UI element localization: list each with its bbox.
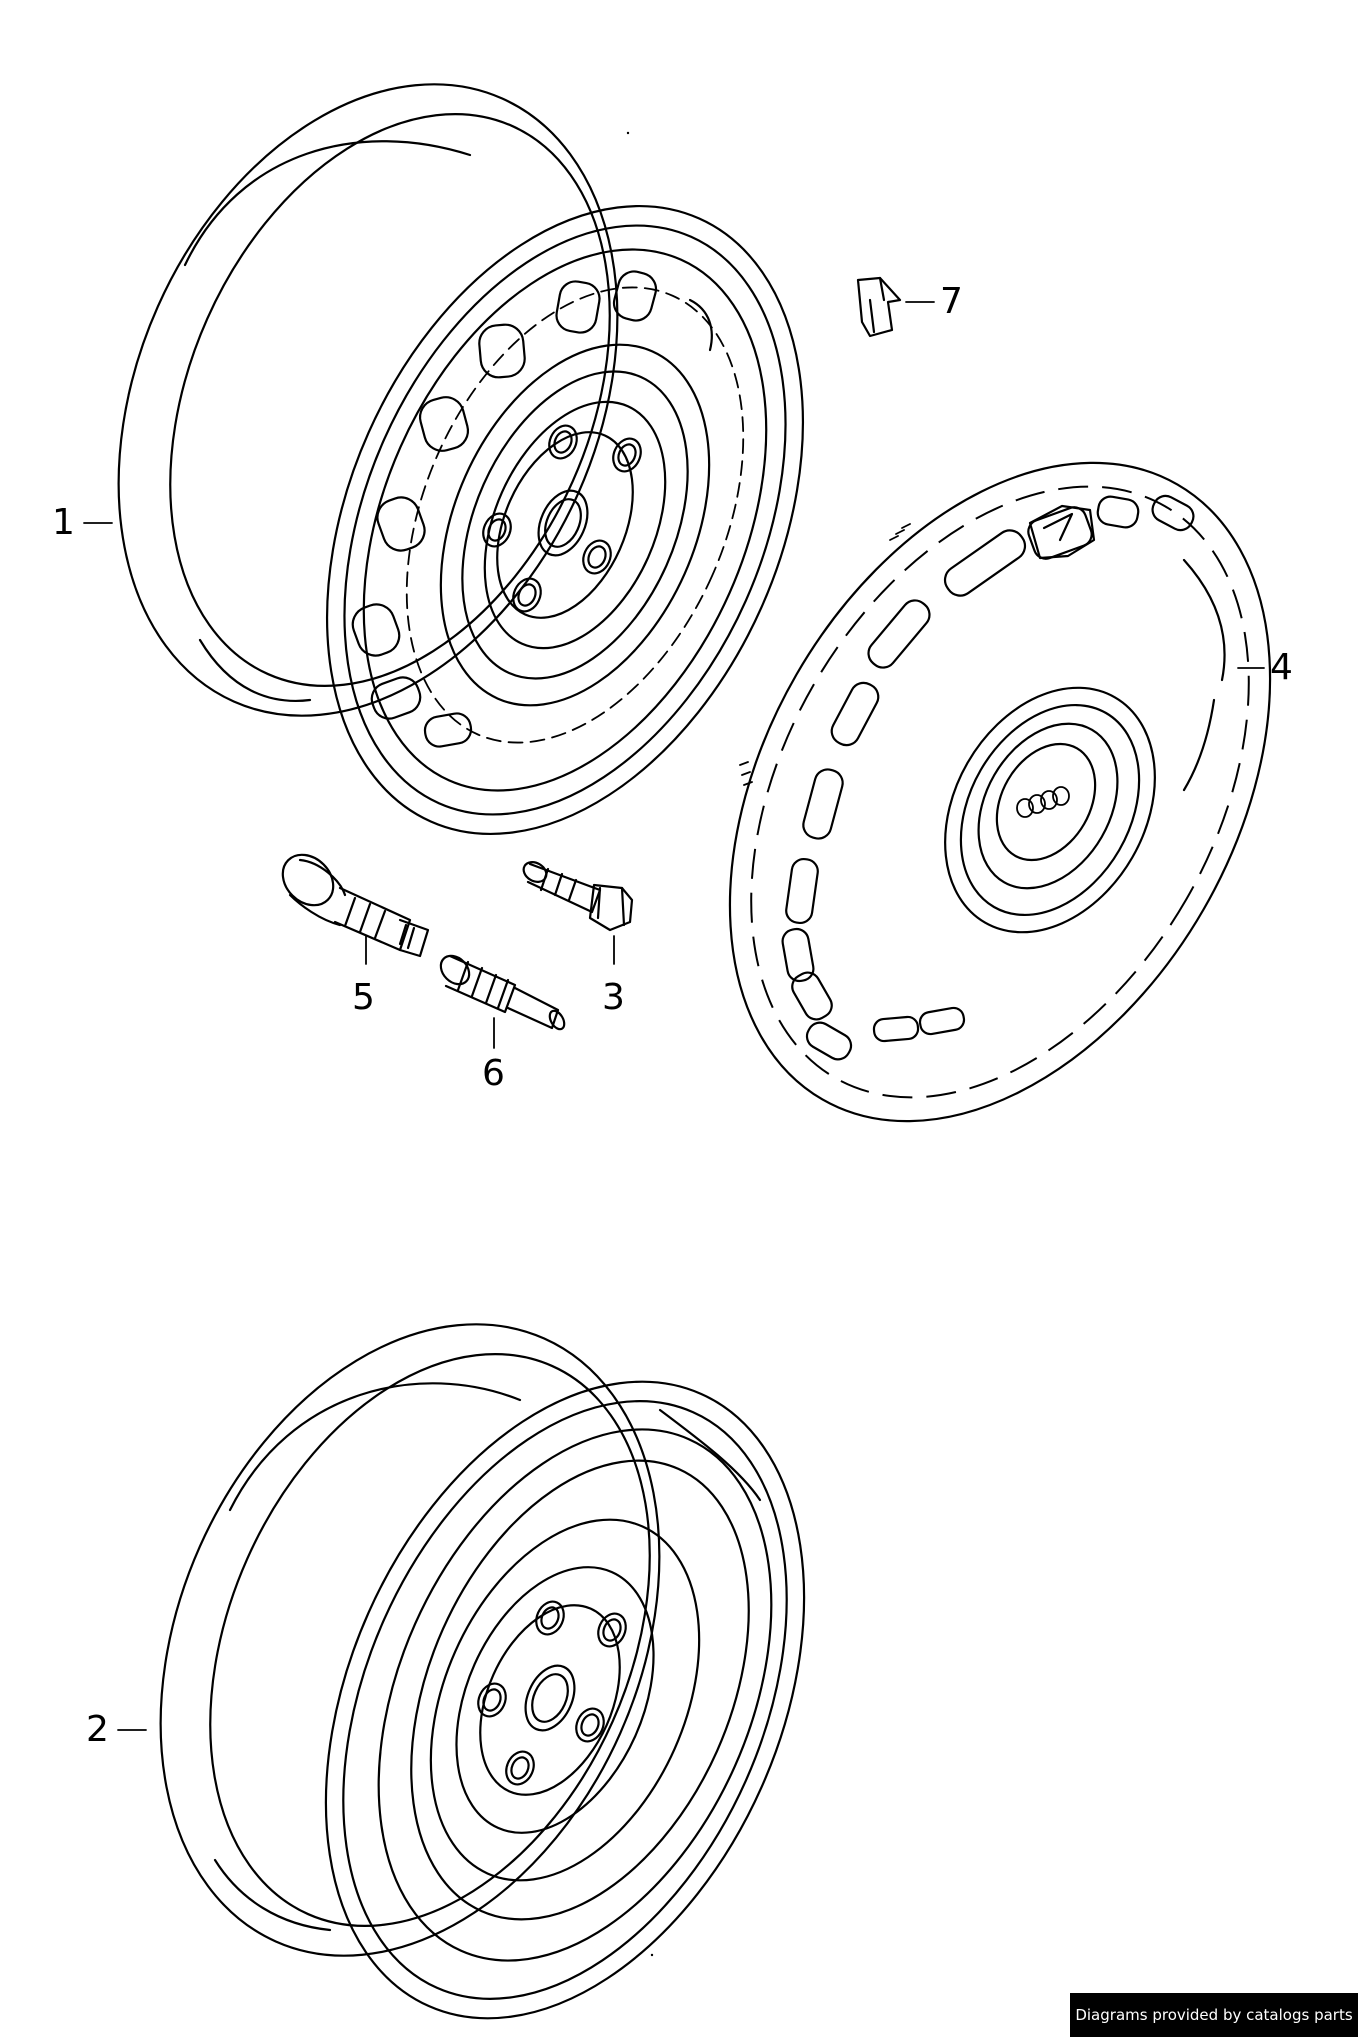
steel-wheel-part-2 <box>159 1323 806 2020</box>
clip-part-7 <box>856 276 902 338</box>
callout-6: 6 <box>482 1053 505 1094</box>
callout-7: 7 <box>940 281 963 322</box>
wheel-bolt-part-3 <box>522 861 634 932</box>
pin-part-6 <box>439 954 566 1031</box>
callout-1: 1 <box>52 502 75 543</box>
callout-4: 4 <box>1270 647 1293 688</box>
wheel-cover-part-4 <box>728 461 1272 1123</box>
callout-2: 2 <box>86 1709 109 1750</box>
credit-text: Diagrams provided by catalogs parts <box>1075 2006 1353 2024</box>
callout-3: 3 <box>602 977 625 1018</box>
steel-wheel-part-1 <box>117 83 804 835</box>
valve-part-5 <box>281 853 430 958</box>
credit-footer: Diagrams provided by catalogs parts <box>1070 1993 1358 2037</box>
callout-5: 5 <box>352 977 375 1018</box>
